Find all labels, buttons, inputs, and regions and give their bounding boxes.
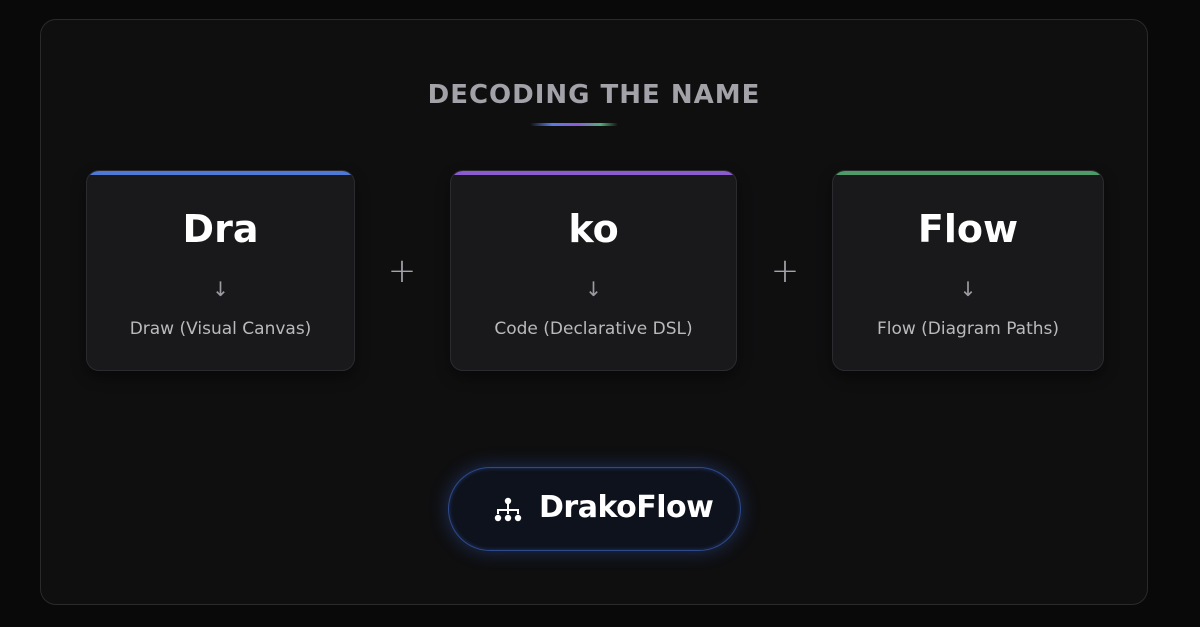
- card-meaning: Flow (Diagram Paths): [876, 319, 1060, 339]
- arrow-down-icon: ↓: [585, 277, 602, 301]
- sitemap-icon: [494, 497, 522, 522]
- plus-operator: +: [387, 251, 417, 291]
- card-draw: Dra ↓ Draw (Visual Canvas): [86, 170, 355, 371]
- card-flow: Flow ↓ Flow (Diagram Paths): [832, 170, 1104, 371]
- title-underline: [530, 123, 618, 126]
- arrow-down-icon: ↓: [212, 277, 229, 301]
- brand-badge: DrakoFlow: [448, 467, 741, 551]
- card-code: ko ↓ Code (Declarative DSL): [450, 170, 737, 371]
- plus-operator: +: [770, 251, 800, 291]
- card-syllable: ko: [568, 207, 619, 251]
- card-meaning: Draw (Visual Canvas): [129, 319, 312, 339]
- brand-name: DrakoFlow: [539, 490, 714, 525]
- arrow-down-icon: ↓: [959, 277, 977, 301]
- card-syllable: Dra: [182, 207, 259, 251]
- section-title: DECODING THE NAME: [427, 80, 761, 110]
- card-accent-bar: [87, 171, 354, 175]
- card-accent-bar: [451, 171, 736, 175]
- card-syllable: Flow: [917, 207, 1019, 251]
- card-accent-bar: [833, 171, 1103, 175]
- card-meaning: Code (Declarative DSL): [494, 319, 693, 339]
